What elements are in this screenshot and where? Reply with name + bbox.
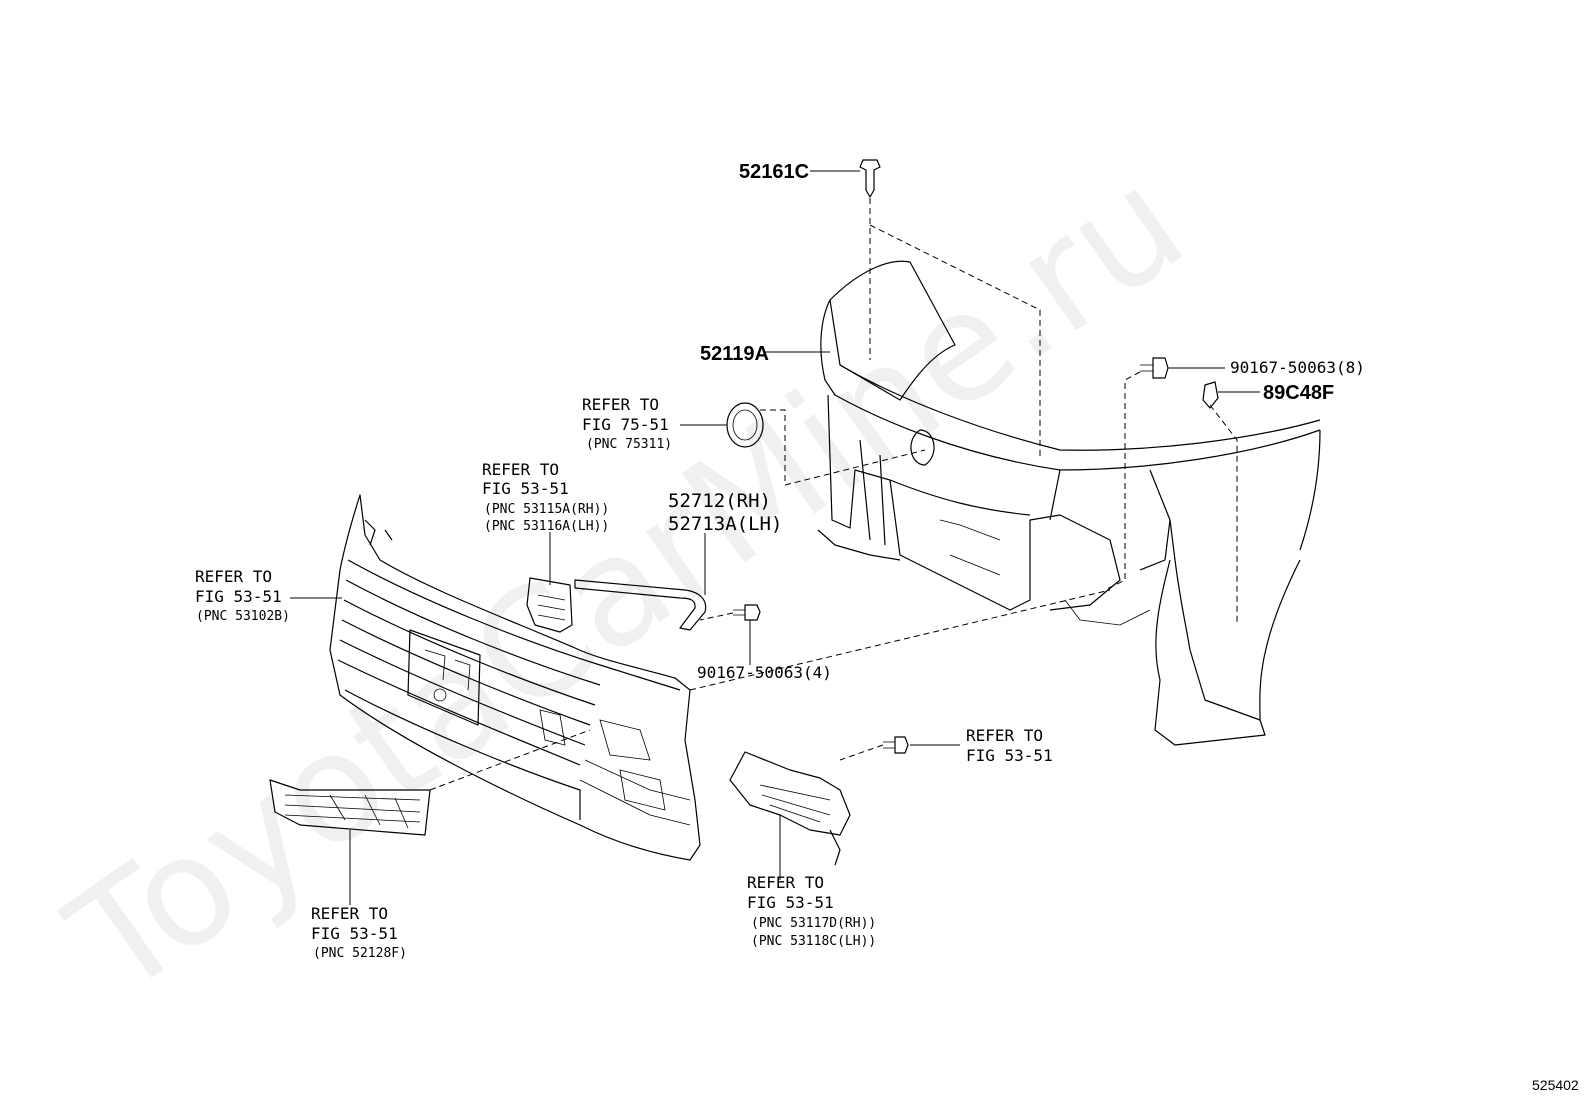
- label-52119A: 52119A: [700, 343, 769, 365]
- ref-bracket-line1: REFER TO: [482, 460, 559, 479]
- ref-lower-grille: REFER TO FIG 53-51 (PNC 52128F): [311, 904, 407, 961]
- diagram-code: 525402: [1532, 1077, 1579, 1093]
- label-89C48F: 89C48F: [1263, 382, 1334, 404]
- ref-bracket: REFER TO FIG 53-51 (PNC 53115A(RH)) (PNC…: [482, 460, 609, 534]
- side-grille: [729, 751, 851, 866]
- label-90167-8: 90167-50063(8): [1230, 358, 1365, 377]
- lower-grille: [269, 779, 431, 836]
- ref-side-grille-line2: FIG 53-51: [747, 893, 834, 912]
- bumper-retainer-52119A: [817, 260, 1321, 746]
- label-90167-4: 90167-50063(4): [697, 663, 832, 682]
- ref-bracket-line2: FIG 53-51: [482, 479, 569, 498]
- ref-grille-line1: REFER TO: [195, 567, 272, 586]
- ref-bracket-line3: (PNC 53115A(RH)): [484, 502, 609, 517]
- ref-emblem-line3: (PNC 75311): [586, 437, 672, 452]
- ref-emblem-line1: REFER TO: [582, 395, 659, 414]
- clip-89C48F: [1202, 381, 1219, 409]
- ref-side-grille: REFER TO FIG 53-51 (PNC 53117D(RH)) (PNC…: [747, 873, 876, 949]
- bolt-90167-upper: [1140, 357, 1169, 379]
- ref-emblem-line2: FIG 75-51: [582, 415, 669, 434]
- ref-lower-grille-line2: FIG 53-51: [311, 924, 398, 943]
- ref-emblem: REFER TO FIG 75-51 (PNC 75311): [582, 395, 672, 452]
- assembly-lines: [429, 198, 1238, 791]
- bolt-90167-lower: [733, 604, 761, 621]
- ref-side-grille-line3: (PNC 53117D(RH)): [751, 916, 876, 931]
- clip-52161C: [859, 159, 881, 198]
- front-grille: [329, 494, 701, 861]
- ref-bolt-right: REFER TO FIG 53-51: [966, 726, 1053, 765]
- ref-grille-line2: FIG 53-51: [195, 587, 282, 606]
- ref-grille-line3: (PNC 53102B): [196, 609, 290, 624]
- bumper-stay-52712: [574, 579, 707, 631]
- label-52712: 52712(RH): [668, 490, 771, 512]
- label-52161C: 52161C: [739, 161, 809, 183]
- ref-bolt-right-line1: REFER TO: [966, 726, 1043, 745]
- ref-bracket-line4: (PNC 53116A(LH)): [484, 519, 609, 534]
- ref-side-grille-line4: (PNC 53118C(LH)): [751, 934, 876, 949]
- ref-lower-grille-line1: REFER TO: [311, 904, 388, 923]
- label-52713A: 52713A(LH): [668, 513, 782, 535]
- grille-bracket: [526, 577, 573, 633]
- ref-side-grille-line1: REFER TO: [747, 873, 824, 892]
- ref-bolt-right-line2: FIG 53-51: [966, 746, 1053, 765]
- ref-grille: REFER TO FIG 53-51 (PNC 53102B): [195, 567, 290, 624]
- leader-lines: [290, 170, 1260, 905]
- ref-lower-grille-line3: (PNC 52128F): [313, 946, 407, 961]
- bolt-right: [883, 736, 909, 754]
